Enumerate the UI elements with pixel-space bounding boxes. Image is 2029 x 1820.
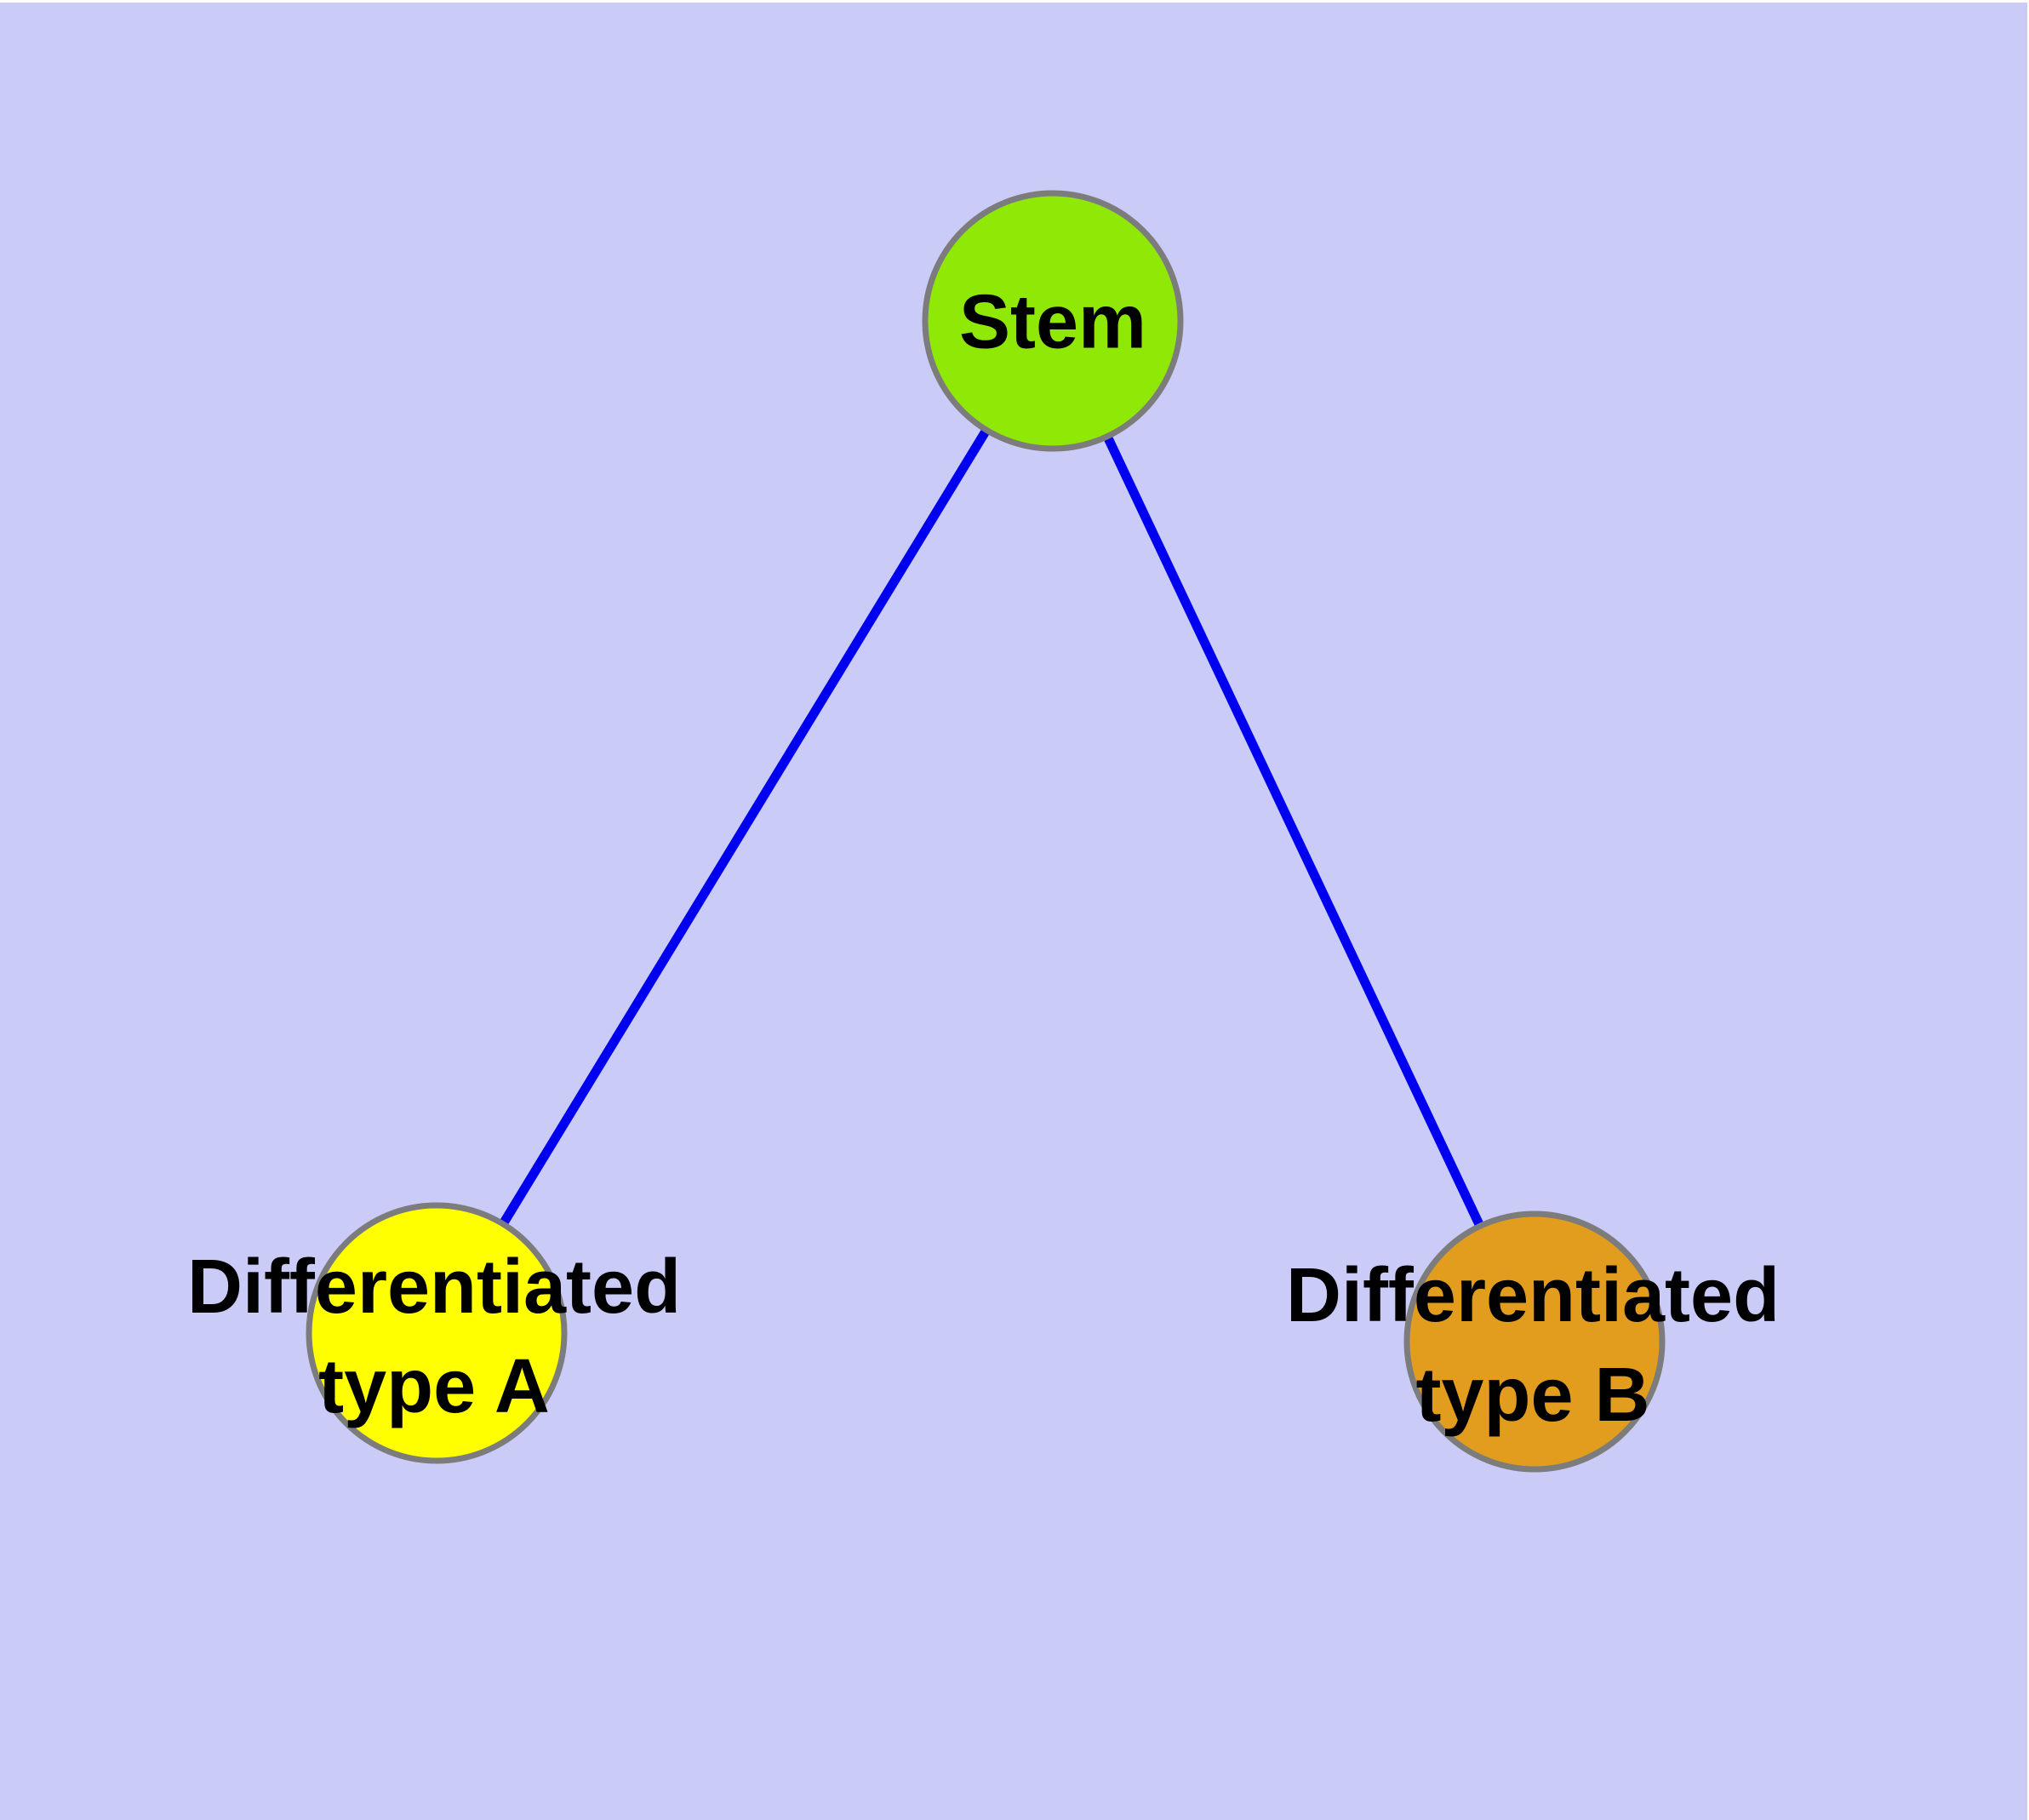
differentiated-type-b-node-label: Differentiated type B bbox=[1285, 1253, 1780, 1438]
graph-figure bbox=[306, 190, 1666, 1473]
differentiated-type-a-node-label: Differentiated type A bbox=[186, 1245, 682, 1429]
edge-stem-to-type-b bbox=[1049, 318, 1539, 1344]
differentiated-type-b-node-circle bbox=[1403, 1210, 1666, 1473]
stem-node-label: Stem bbox=[958, 279, 1147, 365]
diagram-canvas: Stem Differentiated type A Differentiate… bbox=[0, 3, 2027, 1820]
differentiated-type-a-node-circle bbox=[306, 1202, 568, 1464]
stem-node-circle bbox=[922, 190, 1184, 452]
edge-stem-to-type-a bbox=[432, 318, 1057, 1336]
